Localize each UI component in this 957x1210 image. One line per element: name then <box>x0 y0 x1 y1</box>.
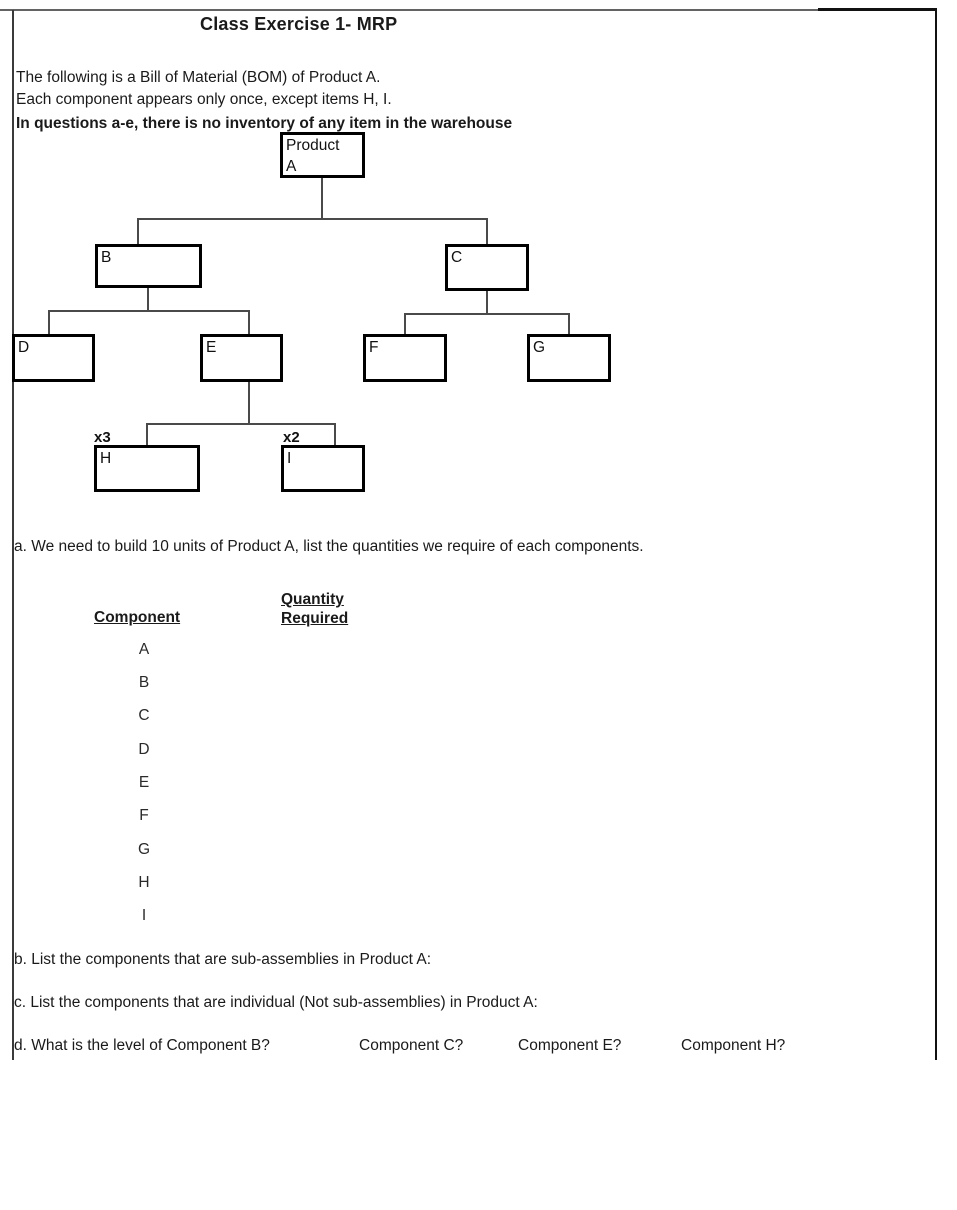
bom-node-F-label: F <box>369 339 379 356</box>
connector-bus-to-G <box>568 313 570 334</box>
bom-node-C-label: C <box>451 249 463 266</box>
bom-node-D: D <box>12 334 95 382</box>
connector-bus-to-D <box>48 310 50 334</box>
connector-E-down <box>248 382 250 424</box>
connector-bus-to-F <box>404 313 406 334</box>
bom-node-D-label: D <box>18 339 30 356</box>
bom-node-A-label: Product A <box>286 137 340 175</box>
bom-node-C: C <box>445 244 529 291</box>
table-row: E <box>138 774 150 791</box>
bom-diagram: Product A B C D E <box>0 0 957 520</box>
bom-node-I-label: I <box>287 450 292 467</box>
bom-multiplier-H: x3 <box>94 429 111 446</box>
question-d-part-1: d. What is the level of Component B? <box>14 1037 270 1054</box>
bom-node-I: I <box>281 445 365 492</box>
table-header-component: Component <box>94 609 181 626</box>
bom-node-B-label: B <box>101 249 112 266</box>
connector-bus-B-children <box>48 310 249 312</box>
table-row: I <box>141 907 147 924</box>
question-b: b. List the components that are sub-asse… <box>14 951 432 968</box>
connector-bus-level1 <box>137 218 488 220</box>
connector-bus-E-children <box>146 423 336 425</box>
intro-line-2: Each component appears only once, except… <box>16 91 392 108</box>
connector-C-down <box>486 291 488 313</box>
table-row: F <box>139 807 149 824</box>
connector-bus-to-B <box>137 218 139 245</box>
bom-node-E: E <box>200 334 283 382</box>
table-row: H <box>138 874 150 891</box>
page-border-right <box>935 10 937 1060</box>
page-title: Class Exercise 1- MRP <box>200 14 398 34</box>
bom-node-H-label: H <box>100 450 112 467</box>
bom-node-G-label: G <box>533 339 546 356</box>
connector-bus-to-H <box>146 423 148 446</box>
question-d-part-2: Component C? <box>359 1037 464 1054</box>
bom-multiplier-I: x2 <box>283 429 300 446</box>
table-row: D <box>138 741 150 758</box>
connector-B-down <box>147 288 149 311</box>
intro-line-3: In questions a-e, there is no inventory … <box>16 115 513 132</box>
page-border-top-left <box>0 9 818 11</box>
bom-node-A: Product A <box>280 132 365 178</box>
page-border-top-right <box>818 8 937 11</box>
table-row: A <box>138 641 150 658</box>
connector-bus-C-children <box>404 313 569 315</box>
question-d-part-4: Component H? <box>681 1037 786 1054</box>
table-row: B <box>138 674 150 691</box>
bom-node-F: F <box>363 334 447 382</box>
connector-bus-to-I <box>334 423 336 446</box>
bom-node-E-label: E <box>206 339 217 356</box>
question-a: a. We need to build 10 units of Product … <box>14 538 644 555</box>
bom-node-G: G <box>527 334 611 382</box>
connector-bus-to-E <box>248 310 250 334</box>
bom-node-B: B <box>95 244 202 288</box>
connector-A-down <box>321 178 323 219</box>
page-border-left <box>12 10 14 1060</box>
table-row: C <box>138 707 150 724</box>
intro-line-1: The following is a Bill of Material (BOM… <box>16 69 381 86</box>
connector-bus-to-C <box>486 218 488 245</box>
table-row: G <box>137 841 151 858</box>
question-d-part-3: Component E? <box>518 1037 622 1054</box>
bom-node-H: H <box>94 445 200 492</box>
table-header-quantity: Quantity Required <box>281 591 349 627</box>
question-c: c. List the components that are individu… <box>14 994 538 1011</box>
